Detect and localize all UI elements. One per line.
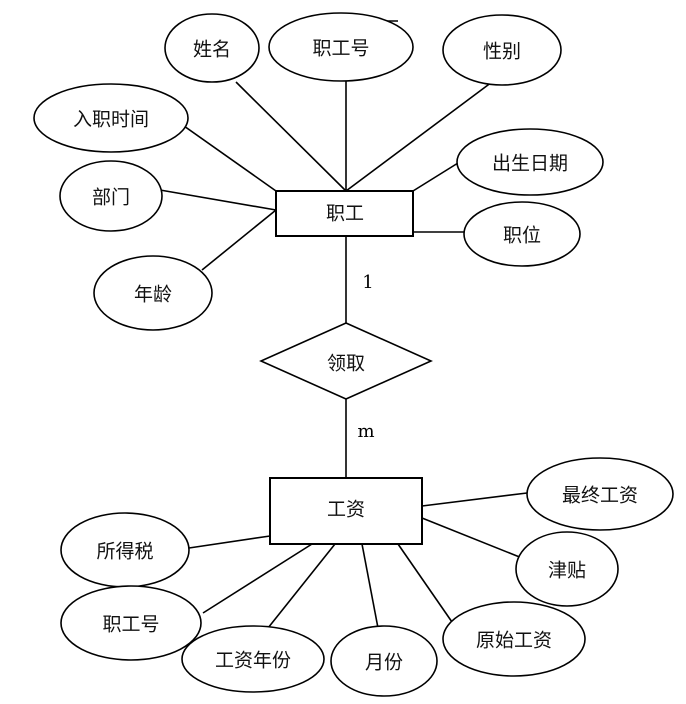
cardinality-top-label: 1 <box>362 272 373 293</box>
attribute-month-label: 月份 <box>365 652 403 674</box>
attribute-name-label: 姓名 <box>193 39 231 61</box>
attribute-position-label: 职位 <box>503 225 541 247</box>
relationship-label: 领取 <box>327 353 365 375</box>
attribute-age-label: 年龄 <box>134 284 172 306</box>
salary-entity-label: 工资 <box>327 499 365 521</box>
attribute-employee-id-label: 职工号 <box>312 38 369 60</box>
connector-salary-allowance <box>421 517 523 559</box>
attribute-hire-date-shape <box>33 83 189 153</box>
attribute-salary-employee-id-label: 职工号 <box>102 614 159 636</box>
attribute-age-shape <box>93 255 213 331</box>
attribute-gender-label: 性别 <box>483 41 521 63</box>
attribute-original-salary-label: 原始工资 <box>476 630 552 652</box>
attribute-original-salary-shape <box>442 601 586 677</box>
relationship-diamond <box>259 322 433 400</box>
attribute-month-shape <box>330 625 438 697</box>
employee-entity-label: 职工 <box>326 203 364 225</box>
connector-salary-original <box>397 543 453 623</box>
employee-entity-box <box>275 190 414 237</box>
attribute-allowance-shape <box>515 531 619 607</box>
diagram-labels: 姓名 职工号 性别 入职时间 出生日期 部门 职位 年龄 职工 1 领取 m 工… <box>73 38 638 674</box>
attribute-allowance-label: 津贴 <box>548 560 586 582</box>
connector-employee-name <box>235 81 347 192</box>
attribute-department-shape <box>59 160 163 232</box>
relationship-section <box>259 190 433 545</box>
attribute-salary-year-label: 工资年份 <box>215 650 291 672</box>
connector-employee-age <box>201 209 277 271</box>
attribute-department-label: 部门 <box>92 187 130 209</box>
connector-employee-birth-date <box>412 162 459 192</box>
connector-employee-department <box>159 189 277 211</box>
connector-salary-final <box>421 492 528 507</box>
salary-entity-box <box>269 477 423 545</box>
connector-salary-employee-id <box>202 543 313 614</box>
attribute-salary-year-shape <box>181 625 325 693</box>
attribute-name-shape <box>164 13 260 83</box>
attribute-salary-employee-id-shape <box>60 585 202 661</box>
connector-employee-gender <box>345 81 493 192</box>
attribute-final-salary-shape <box>526 457 674 531</box>
connector-employee-hire-date <box>183 125 277 192</box>
attribute-final-salary-label: 最终工资 <box>562 485 638 507</box>
employee-attributes <box>33 12 604 331</box>
cardinality-bottom-label: m <box>357 421 374 442</box>
attribute-gender-shape <box>442 14 562 86</box>
attribute-income-tax-label: 所得税 <box>96 541 153 563</box>
connector-salary-tax <box>188 535 271 549</box>
attribute-birth-date-shape <box>456 128 604 196</box>
attribute-position-shape <box>463 201 581 267</box>
connector-salary-month <box>361 543 379 629</box>
connector-salary-year <box>267 543 336 629</box>
salary-attributes <box>60 457 674 697</box>
attribute-birth-date-label: 出生日期 <box>492 153 568 175</box>
attribute-employee-id-shape <box>268 12 414 82</box>
attribute-hire-date-label: 入职时间 <box>73 109 149 131</box>
